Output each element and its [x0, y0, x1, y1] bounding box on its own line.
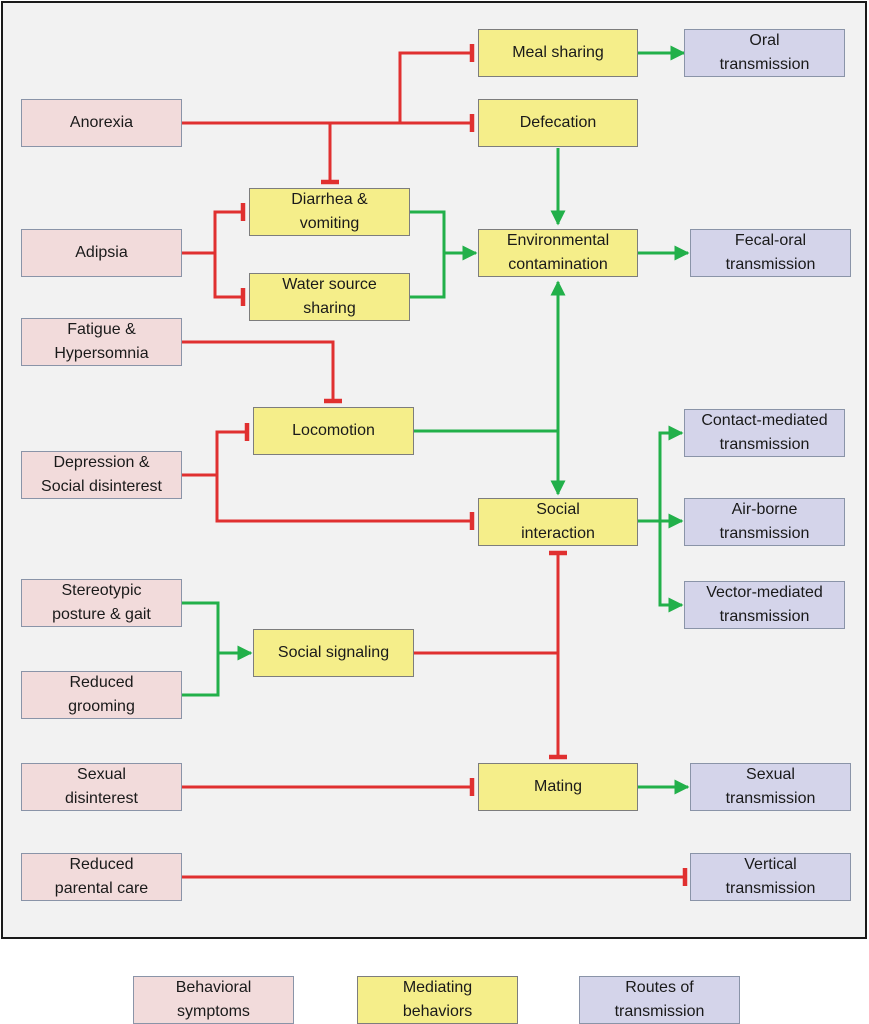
promote-edges	[182, 45, 690, 795]
edge-anorexia-meal	[398, 44, 475, 123]
node-diarrhea-vomiting: Diarrhea & vomiting	[249, 188, 410, 236]
node-anorexia: Anorexia	[21, 99, 182, 147]
edge-depression-social	[215, 475, 475, 530]
node-contact-mediated-transmission: Contact-mediated transmission	[684, 409, 845, 457]
node-stereotypic-posture-gait: Stereotypic posture & gait	[21, 579, 182, 627]
node-sexual-disinterest: Sexual disinterest	[21, 763, 182, 811]
node-water-source-sharing: Water source sharing	[249, 273, 410, 321]
node-environmental-contamination: Environmental contamination	[478, 229, 638, 277]
node-adipsia: Adipsia	[21, 229, 182, 277]
node-defecation: Defecation	[478, 99, 638, 147]
node-vector-mediated-transmission: Vector-mediated transmission	[684, 581, 845, 629]
edge-stereotypic-join	[182, 601, 220, 697]
node-mating: Mating	[478, 763, 638, 811]
node-reduced-parental-care: Reduced parental care	[21, 853, 182, 901]
node-oral-transmission: Oral transmission	[684, 29, 845, 77]
node-depression-social-disinterest: Depression & Social disinterest	[21, 451, 182, 499]
node-sexual-transmission: Sexual transmission	[690, 763, 851, 811]
node-fatigue-hypersomnia: Fatigue & Hypersomnia	[21, 318, 182, 366]
edge-fatigue-locomotion	[182, 340, 342, 404]
inhibit-edges	[182, 44, 688, 886]
node-social-interaction: Social interaction	[478, 498, 638, 546]
edge-social-vector	[658, 521, 684, 613]
node-reduced-grooming: Reduced grooming	[21, 671, 182, 719]
edge-depression-locomotion	[215, 423, 250, 475]
edge-diarrhea-water-join	[410, 210, 446, 299]
node-air-borne-transmission: Air-borne transmission	[684, 498, 845, 546]
legend-mediating-behaviors: Mediating behaviors	[357, 976, 518, 1024]
edge-adipsia-diarrhea	[213, 203, 246, 253]
node-meal-sharing: Meal sharing	[478, 29, 638, 77]
node-vertical-transmission: Vertical transmission	[690, 853, 851, 901]
legend-behavioral-symptoms: Behavioral symptoms	[133, 976, 294, 1024]
node-locomotion: Locomotion	[253, 407, 414, 455]
node-social-signaling: Social signaling	[253, 629, 414, 677]
node-fecal-oral-transmission: Fecal-oral transmission	[690, 229, 851, 277]
edge-social-contact	[658, 425, 684, 521]
legend-routes-of-transmission: Routes of transmission	[579, 976, 740, 1024]
edge-adipsia-water	[213, 253, 246, 306]
